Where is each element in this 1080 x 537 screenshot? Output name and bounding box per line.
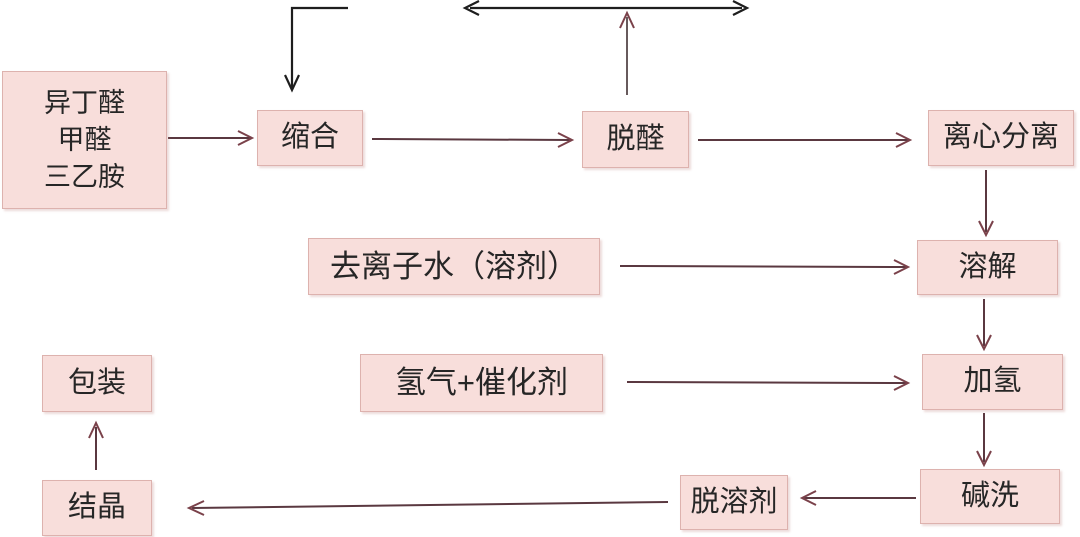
arrow-dealdehyde-to-recycle (619, 10, 635, 95)
arrow-hydrogen-to-hydrogenation (626, 375, 911, 391)
node-packaging: 包装 (42, 355, 152, 412)
arrow-crystallize-to-packaging (88, 420, 104, 470)
feed-line-isobutyraldehyde: 异丁醛 (44, 87, 125, 118)
arrow-condensation-to-dealdehyde (371, 132, 575, 148)
arrow-water-to-dissolve (619, 259, 911, 275)
node-desolventize: 脱溶剂 (680, 475, 788, 530)
arrow-desolvent-to-crystallize (186, 500, 669, 516)
node-alkali-wash: 碱洗 (920, 469, 1060, 524)
node-dealdehyde: 脱醛 (582, 111, 689, 168)
arrow-feed-to-condensation (168, 130, 255, 146)
node-feed-materials: 异丁醛 甲醛 三乙胺 (2, 71, 167, 209)
feed-line-formaldehyde: 甲醛 (57, 124, 112, 155)
node-centrifugal-separation: 离心分离 (928, 110, 1074, 166)
arrow-dissolve-to-hydrogenation (976, 299, 992, 352)
node-hydrogenation: 加氢 (922, 354, 1063, 410)
arrow-centrifuge-to-dissolve (978, 170, 994, 238)
node-dissolve: 溶解 (917, 240, 1058, 295)
node-hydrogen-catalyst: 氢气+催化剂 (360, 354, 603, 412)
arrow-alkali-to-desolvent (799, 490, 916, 506)
arrow-recycle-elbow-to-condensation (284, 6, 348, 93)
feed-line-triethylamine: 三乙胺 (44, 161, 125, 192)
arrow-dealdehyde-to-centrifuge (698, 132, 913, 148)
node-crystallization: 结晶 (42, 480, 152, 536)
node-deionized-water-solvent: 去离子水（溶剂） (308, 238, 600, 295)
node-condensation: 缩合 (257, 110, 363, 166)
arrow-hydrogenation-to-alkali (976, 413, 992, 468)
arrow-recycle-double (462, 0, 750, 16)
